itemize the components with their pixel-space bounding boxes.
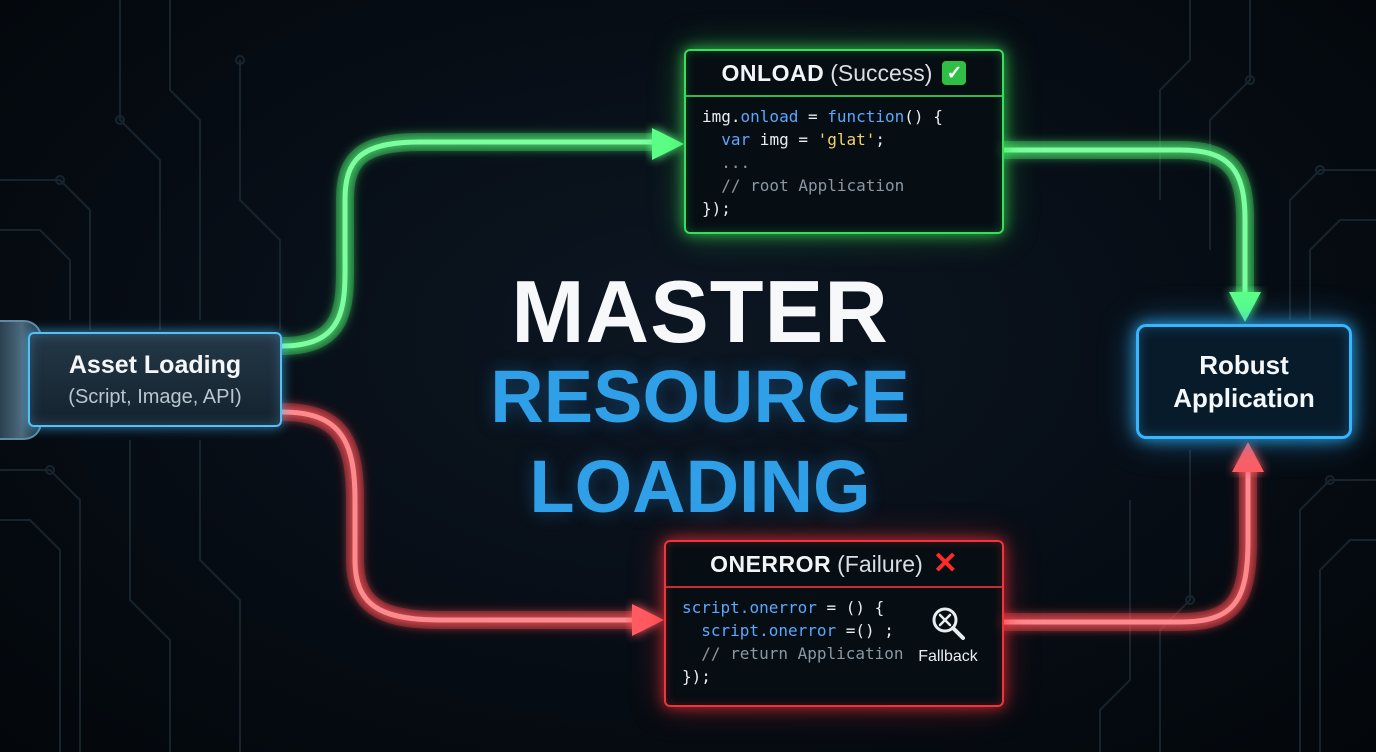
asset-loading-subtitle: (Script, Image, API) — [68, 386, 241, 409]
onerror-failure-box: ONERROR (Failure) ✕ script.onerror = () … — [664, 540, 1004, 707]
code-line: }); — [682, 665, 1002, 688]
onerror-qualifier: (Failure) — [837, 551, 923, 578]
code-token: () { — [904, 107, 943, 126]
code-token: onerror — [769, 621, 836, 640]
cross-mark-icon: ✕ — [933, 549, 958, 579]
robust-application-line-1: Robust — [1199, 349, 1289, 382]
onload-qualifier: (Success) — [830, 60, 932, 87]
onerror-header: ONERROR (Failure) ✕ — [666, 542, 1002, 588]
onload-label: ONLOAD — [722, 60, 825, 87]
code-token — [702, 130, 721, 149]
code-line: ... — [702, 151, 1002, 174]
code-token: script. — [682, 598, 749, 617]
title-line-1: MASTER — [350, 262, 1050, 362]
fallback-label: Fallback — [918, 648, 978, 665]
check-mark-icon: ✓ — [942, 61, 966, 85]
success-arrow-head-target — [1229, 292, 1261, 322]
title-line-2: RESOURCE LOADING — [340, 352, 1060, 532]
fallback-indicator: Fallback — [910, 604, 986, 666]
code-token: =() ; — [836, 621, 894, 640]
code-token: function — [827, 107, 904, 126]
code-token: = () { — [817, 598, 884, 617]
code-line: // root Application — [702, 174, 1002, 197]
robust-application-line-2: Application — [1173, 382, 1315, 415]
code-token: onload — [741, 107, 799, 126]
robust-application-node: Robust Application — [1136, 324, 1352, 439]
onerror-label: ONERROR — [710, 551, 831, 578]
magnifier-x-icon — [929, 604, 967, 642]
asset-loading-node: Asset Loading (Script, Image, API) — [28, 332, 282, 427]
code-token: 'glat' — [818, 130, 876, 149]
success-arrow-head — [652, 128, 684, 160]
code-line: img.onload = function() { — [702, 105, 1002, 128]
code-token: onerror — [749, 598, 816, 617]
failure-arrow-head-target — [1232, 442, 1264, 472]
onload-code: img.onload = function() { var img = 'gla… — [686, 97, 1002, 220]
code-token: img. — [702, 107, 741, 126]
failure-arrow-head — [632, 604, 664, 636]
code-line: var img = 'glat'; — [702, 128, 1002, 151]
code-token: ; — [875, 130, 885, 149]
code-token: = — [798, 107, 827, 126]
code-token: script. — [682, 621, 769, 640]
code-line: }); — [702, 197, 1002, 220]
onload-header: ONLOAD (Success) ✓ — [686, 51, 1002, 97]
asset-loading-title: Asset Loading — [69, 351, 241, 380]
code-token: var — [721, 130, 750, 149]
onload-success-box: ONLOAD (Success) ✓ img.onload = function… — [684, 49, 1004, 234]
code-token: img = — [750, 130, 817, 149]
